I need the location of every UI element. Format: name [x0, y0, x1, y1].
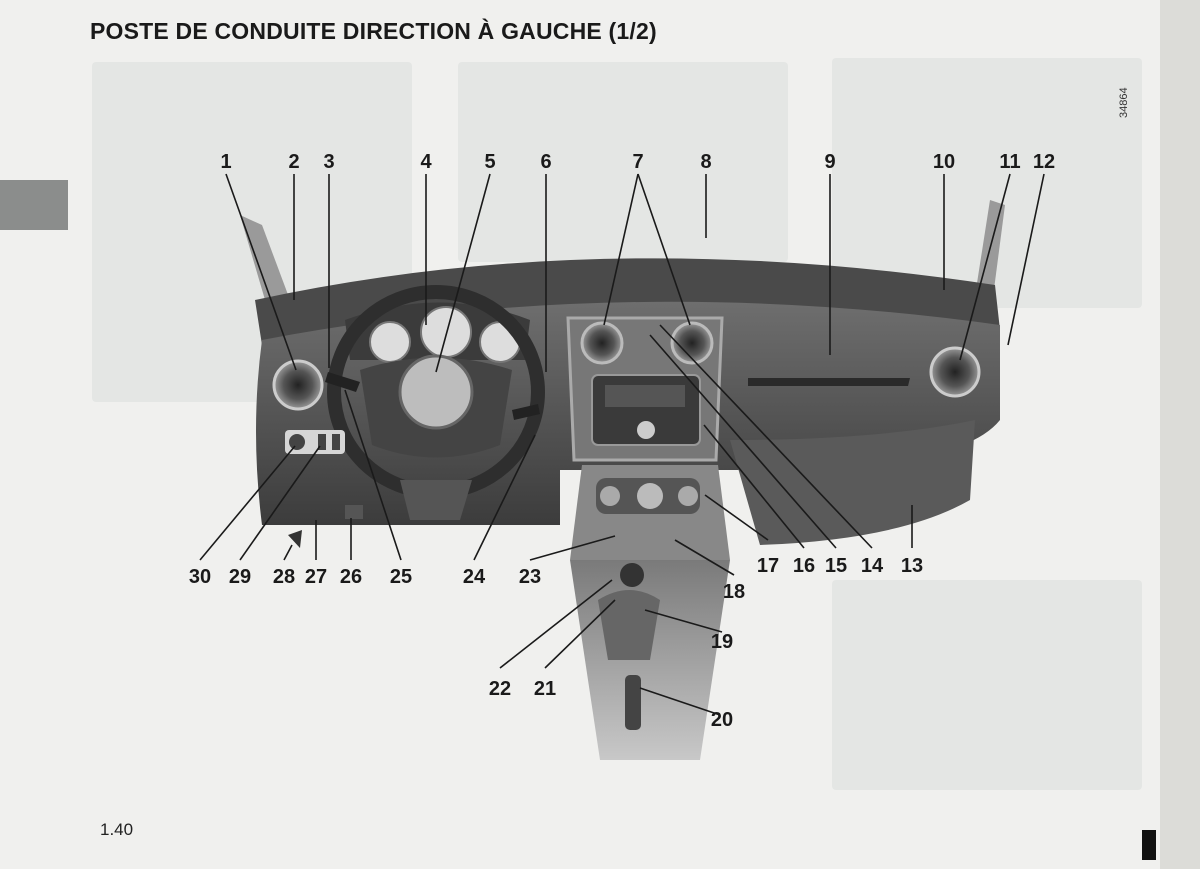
callout-number: 24: [463, 566, 486, 588]
glovebox-line: [748, 378, 910, 386]
handbrake: [625, 675, 641, 730]
callout-number: 4: [420, 151, 432, 173]
climate-knob-right: [678, 486, 698, 506]
callout-number: 27: [305, 566, 327, 588]
callout-number: 16: [793, 555, 815, 577]
callout-number: 30: [189, 566, 211, 588]
callout-number: 23: [519, 566, 541, 588]
callout-number: 21: [534, 678, 556, 700]
vent-left: [274, 361, 322, 409]
callout-number: 15: [825, 555, 847, 577]
callout-number: 14: [861, 555, 884, 577]
vent-right: [931, 348, 979, 396]
callout-number: 9: [824, 151, 835, 173]
gauge-left: [370, 322, 410, 362]
callout-number: 17: [757, 555, 779, 577]
callout-number: 13: [901, 555, 923, 577]
callout-number: 10: [933, 151, 955, 173]
callout-number: 22: [489, 678, 511, 700]
fuse-cover: [345, 505, 363, 519]
radio-display: [605, 385, 685, 407]
manual-page: POSTE DE CONDUITE DIRECTION À GAUCHE (1/…: [0, 0, 1160, 869]
callout-number: 20: [711, 709, 733, 731]
page-edge-mark: [1142, 830, 1156, 860]
callout-number: 18: [723, 581, 745, 603]
callout-number: 5: [484, 151, 495, 173]
climate-knob-center: [637, 483, 663, 509]
callout-number: 7: [632, 151, 643, 173]
vent-center-left: [582, 323, 622, 363]
radio-knob: [637, 421, 655, 439]
gauge-center: [421, 307, 471, 357]
horn-pad: [400, 356, 472, 428]
callout-number: 12: [1033, 151, 1055, 173]
gear-knob: [620, 563, 644, 587]
callout-number: 11: [999, 151, 1020, 173]
callout-number: 28: [273, 566, 295, 588]
callout-number: 29: [229, 566, 251, 588]
callout-number: 25: [390, 566, 412, 588]
callout-number: 2: [288, 151, 299, 173]
callout-number: 6: [540, 151, 551, 173]
steering-column: [400, 480, 472, 520]
climate-knob-left: [600, 486, 620, 506]
bonnet-release: [288, 530, 302, 548]
switch-b: [332, 434, 340, 450]
callout-number: 3: [323, 151, 334, 173]
book-spine: [1160, 0, 1200, 869]
callout-group-bottom: 30 29 28 27 26 25 24 23 18 17 16 15 14 13 22 21 19 20: [189, 555, 923, 731]
callout-number: 26: [340, 566, 362, 588]
callout-number: 8: [700, 151, 711, 173]
headlight-switch: [289, 434, 305, 450]
gear-boot: [598, 590, 660, 660]
callout-number: 1: [220, 151, 231, 173]
callout-number: 19: [711, 631, 733, 653]
